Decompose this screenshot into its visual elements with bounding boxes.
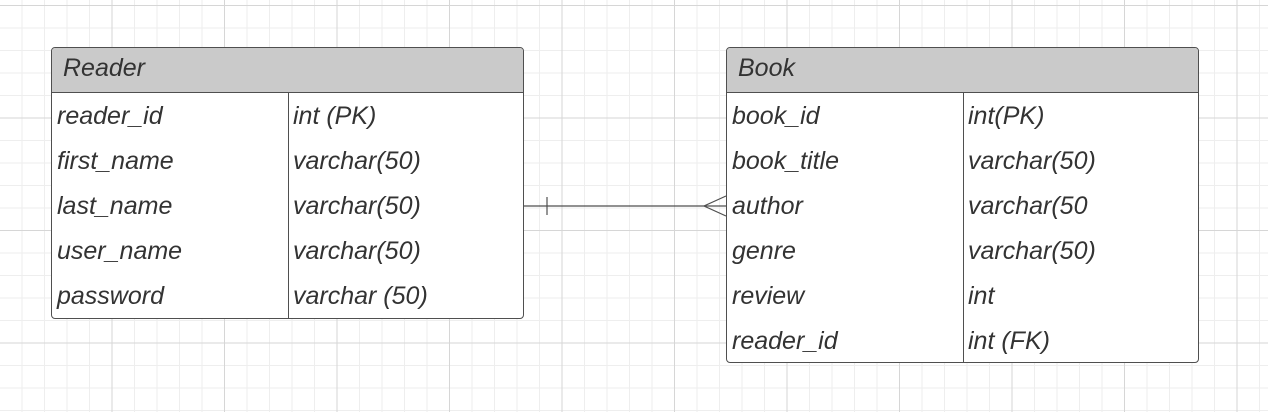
- attribute-name: book_title: [732, 147, 840, 175]
- attribute-type: int(PK): [968, 102, 1045, 130]
- attribute-name: review: [732, 282, 805, 310]
- attribute-row[interactable]: first_name varchar(50): [52, 139, 523, 184]
- entity-book[interactable]: Book book_id int(PK) book_title varchar(…: [726, 47, 1199, 363]
- column-divider: [288, 93, 289, 318]
- entity-reader[interactable]: Reader reader_id int (PK) first_name var…: [51, 47, 524, 319]
- attribute-name: genre: [732, 237, 796, 265]
- entity-title: Book: [727, 48, 1198, 93]
- attribute-row[interactable]: author varchar(50: [727, 184, 1198, 229]
- attribute-type: varchar(50): [293, 147, 421, 175]
- attribute-row[interactable]: reader_id int (PK): [52, 94, 523, 139]
- attribute-type: varchar(50): [293, 192, 421, 220]
- attribute-name: author: [732, 192, 803, 220]
- attribute-list: book_id int(PK) book_title varchar(50) a…: [727, 93, 1198, 362]
- column-divider: [963, 93, 964, 362]
- attribute-name: user_name: [57, 237, 183, 265]
- attribute-row[interactable]: password varchar (50): [52, 274, 523, 318]
- attribute-name: book_id: [732, 102, 820, 130]
- attribute-name: last_name: [57, 192, 173, 220]
- attribute-type: varchar(50): [968, 237, 1096, 265]
- attribute-row[interactable]: review int: [727, 274, 1198, 319]
- attribute-row[interactable]: reader_id int (FK): [727, 319, 1198, 362]
- attribute-type: varchar (50): [293, 282, 428, 310]
- attribute-name: password: [57, 282, 164, 310]
- attribute-type: varchar(50: [968, 192, 1088, 220]
- attribute-type: int (FK): [968, 327, 1050, 355]
- attribute-name: first_name: [57, 147, 174, 175]
- attribute-type: int (PK): [293, 102, 377, 130]
- attribute-type: int: [968, 282, 995, 310]
- entity-title: Reader: [52, 48, 523, 93]
- crows-foot-many-mark: [702, 195, 727, 217]
- attribute-row[interactable]: genre varchar(50): [727, 229, 1198, 274]
- attribute-list: reader_id int (PK) first_name varchar(50…: [52, 93, 523, 318]
- attribute-type: varchar(50): [968, 147, 1096, 175]
- attribute-row[interactable]: user_name varchar(50): [52, 229, 523, 274]
- attribute-row[interactable]: last_name varchar(50): [52, 184, 523, 229]
- attribute-row[interactable]: book_id int(PK): [727, 94, 1198, 139]
- attribute-name: reader_id: [57, 102, 163, 130]
- attribute-type: varchar(50): [293, 237, 421, 265]
- attribute-row[interactable]: book_title varchar(50): [727, 139, 1198, 184]
- attribute-name: reader_id: [732, 327, 838, 355]
